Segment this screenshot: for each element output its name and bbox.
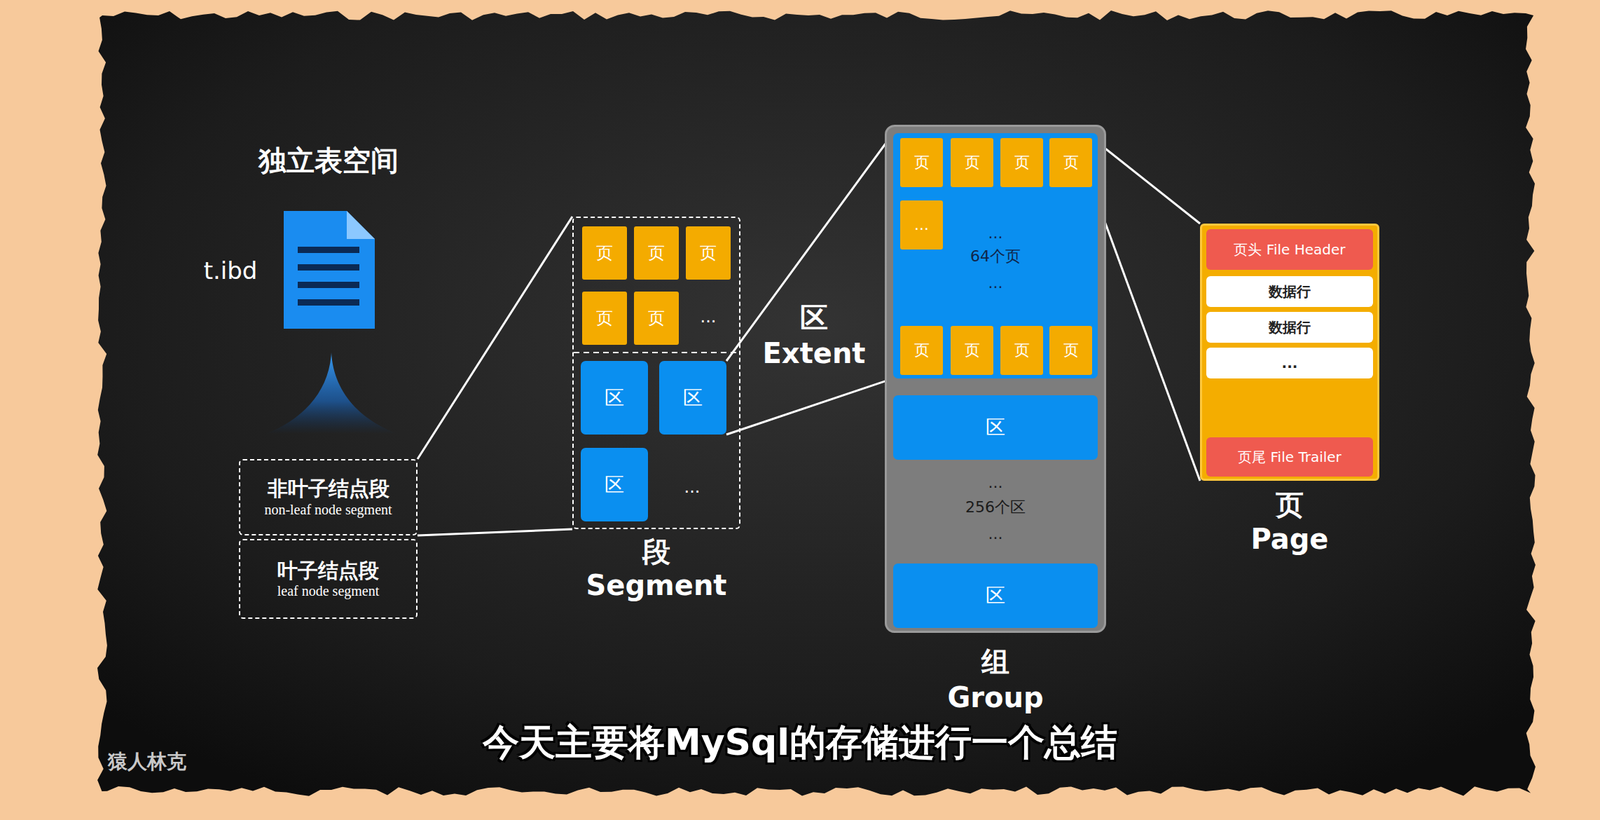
node-text: 64个页 [970, 247, 1021, 266]
zoom-line [726, 378, 894, 435]
node-text: non-leaf node segment [264, 500, 392, 518]
ellipsis: ... [700, 306, 717, 328]
data-row: ... [1206, 347, 1374, 379]
zoom-line [417, 528, 573, 536]
node-text: 区 [683, 385, 703, 410]
node-text: 页头 File Header [1233, 240, 1346, 258]
node-text: 页 [647, 308, 665, 329]
node-text: 区 [985, 415, 1006, 440]
extent-container: ...64个页...页页页页...页页页页 [893, 133, 1098, 379]
node-text: 页 [964, 153, 981, 172]
node-text: 页 [647, 243, 665, 264]
data-row: 数据行 [1206, 276, 1374, 307]
page-block: 页 [633, 226, 679, 280]
page-block: 页 [1000, 138, 1044, 188]
page-block: 页 [1049, 138, 1093, 188]
node-text: Segment [586, 568, 728, 602]
page-block: 页 [900, 325, 943, 375]
page-block: 页 [950, 325, 994, 375]
extent-block: 区 [580, 360, 648, 435]
node-text: 页 [964, 341, 981, 360]
node-text: ... [988, 224, 1004, 243]
node-text: ... [988, 524, 1004, 543]
page-block: 页 [633, 291, 679, 345]
node-text: 页 [914, 341, 930, 360]
segment-box: 叶子结点段leaf node segment [238, 538, 418, 619]
node-text: ... [914, 215, 929, 234]
node-text: 页 [1063, 153, 1079, 172]
extent-heading: 区 [800, 300, 829, 335]
node-text: 区 [985, 583, 1006, 608]
extent-block: 区 [893, 563, 1098, 628]
node-text: 页尾 File Trailer [1237, 448, 1342, 466]
page-block: 页 [582, 226, 627, 280]
node-text: 组 [981, 644, 1010, 679]
node-text: 页 [596, 308, 613, 329]
page-block: ... [900, 200, 943, 250]
node-text: Group [947, 680, 1044, 714]
page-block: 页 [1000, 325, 1044, 375]
node-text: 页 [1014, 341, 1030, 360]
page-header-row: 页头 File Header [1206, 229, 1374, 270]
node-text: Page [1251, 521, 1329, 556]
node-text: 区 [604, 472, 625, 497]
extent-heading: Extent [762, 336, 866, 370]
node-text: ... [988, 273, 1004, 293]
file-name: t.ibd [203, 256, 258, 286]
node-text: ... [988, 473, 1004, 492]
node-text: 区 [604, 385, 625, 410]
node-text: leaf node segment [277, 582, 380, 599]
node-text: 数据行 [1268, 318, 1311, 336]
data-row: 数据行 [1206, 311, 1374, 343]
page-block: 页 [950, 138, 994, 188]
watermark: 猿人林克 [107, 749, 187, 774]
glow-cone [265, 352, 398, 434]
extent-block: 区 [659, 360, 727, 435]
node-text: ... [1281, 354, 1299, 372]
node-text: 页 [596, 243, 613, 264]
node-text: 页 [1014, 153, 1030, 172]
segment-box: 非叶子结点段non-leaf node segment [238, 458, 418, 536]
dashed-divider [573, 351, 740, 354]
page-block: 页 [900, 138, 943, 188]
node-text: 页 [914, 153, 930, 172]
ellipsis: ... [684, 477, 701, 498]
node-text: 非叶子结点段 [267, 476, 390, 501]
node-text: 叶子结点段 [277, 558, 379, 583]
zoom-line [726, 133, 894, 361]
node-text: 数据行 [1268, 283, 1311, 300]
subtitle: 今天主要将MySql的存储进行一个总结 [482, 718, 1118, 768]
node-text: 256个区 [965, 498, 1026, 517]
node-text: 页 [1063, 341, 1079, 360]
extent-block: 区 [580, 447, 648, 522]
segment-container: 段Segment页页页页页区区区 [572, 216, 741, 529]
zoom-line [1092, 138, 1200, 224]
title: 独立表空间 [258, 143, 399, 178]
extent-block: 区 [893, 395, 1098, 460]
node-text: 段 [642, 534, 671, 569]
node-text: 页 [1275, 487, 1304, 522]
group-container: ...256个区...组Group...64个页...页页页页...页页页页区区 [884, 124, 1107, 633]
file-icon [283, 210, 375, 329]
page-block: 页 [1049, 325, 1093, 375]
zoom-line [417, 216, 573, 459]
dark-panel [97, 10, 1536, 796]
page-block: 页 [685, 226, 731, 280]
page-header-row: 页尾 File Trailer [1206, 437, 1374, 477]
page-detail: 页Page页头 File Header数据行数据行...页尾 File Trai… [1200, 223, 1380, 481]
zoom-line [1092, 187, 1200, 481]
page-block: 页 [582, 291, 627, 345]
node-text: 页 [699, 243, 717, 264]
